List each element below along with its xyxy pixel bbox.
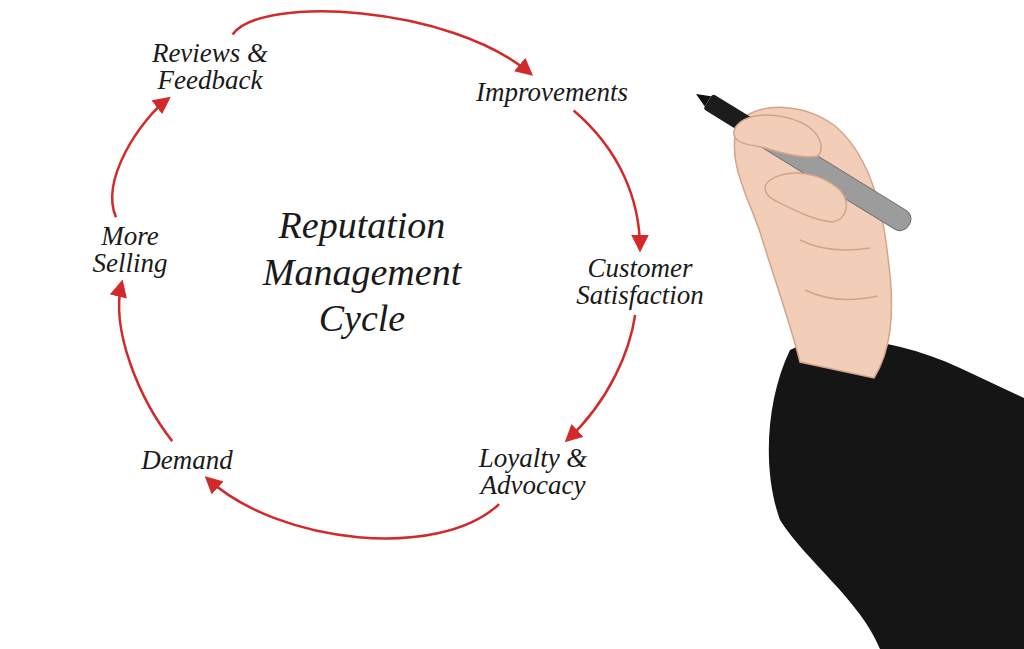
step-label: Customer Satisfaction <box>554 255 727 309</box>
finger-line <box>800 240 878 299</box>
thumb <box>765 173 846 222</box>
cycle-step: Loyalty & Advocacy <box>453 442 613 502</box>
step-label: Loyalty & Advocacy <box>459 445 607 499</box>
cycle-step: Demand <box>117 444 257 477</box>
cycle-step: Customer Satisfaction <box>548 252 733 312</box>
sleeve <box>769 340 1024 649</box>
step-label: Demand <box>123 447 251 474</box>
cycle-arrow <box>233 11 531 73</box>
cycle-arrow <box>567 315 635 440</box>
palm <box>734 107 891 378</box>
cycle-arrow <box>112 99 168 217</box>
index-finger <box>734 115 821 157</box>
cycle-arrow <box>207 479 499 539</box>
step-label: Improvements <box>448 79 656 106</box>
cycle-step: More Selling <box>75 220 185 280</box>
cycle-step: Improvements <box>442 76 662 109</box>
diagram-title: Reputation Management Cycle <box>227 202 497 341</box>
step-label: Reviews & Feedback <box>136 40 284 94</box>
step-label: More Selling <box>81 223 179 277</box>
cycle-arrow <box>574 110 640 249</box>
cycle-step: Reviews & Feedback <box>130 37 290 97</box>
cycle-arrow <box>119 283 172 441</box>
marker <box>690 85 914 235</box>
